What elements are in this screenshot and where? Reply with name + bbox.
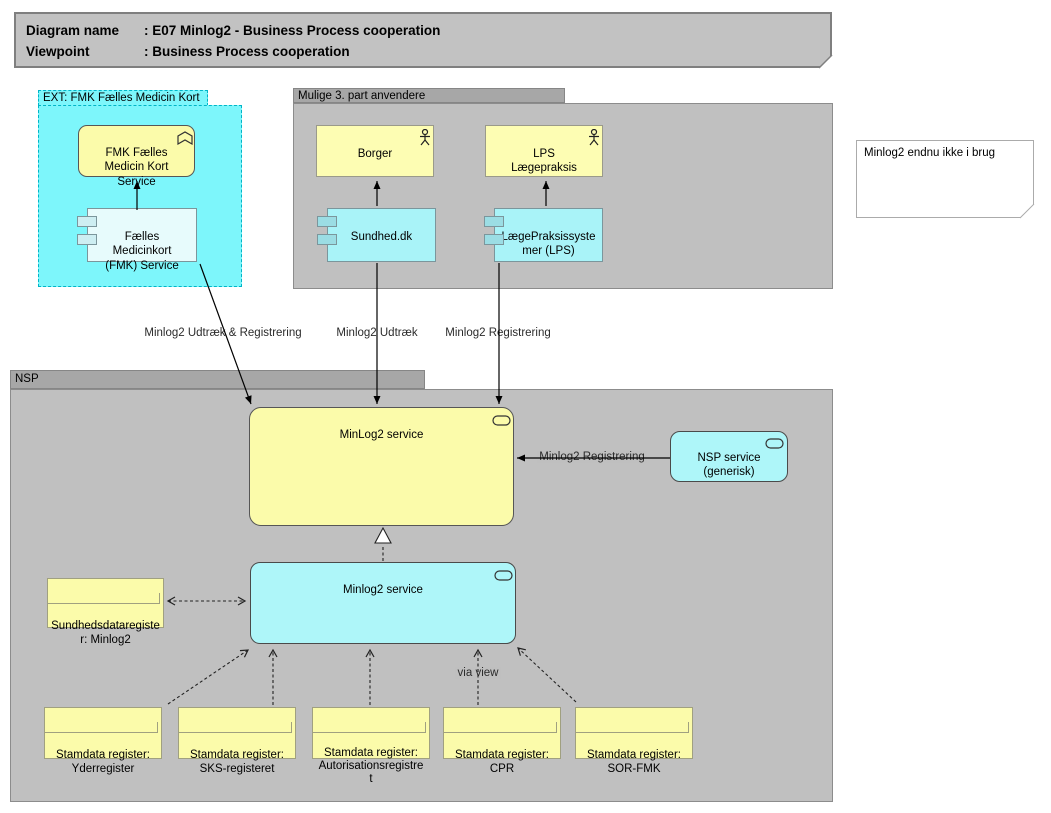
dataobject-band <box>576 721 689 733</box>
viewpoint-label: Viewpoint <box>26 44 90 59</box>
group-ext-fmk-label: EXT: FMK Fælles Medicin Kort <box>43 92 200 104</box>
business-event-chevron-icon <box>177 131 193 145</box>
diagram-title-block: Diagram name : E07 Minlog2 - Business Pr… <box>14 12 832 68</box>
diagram-title-line1: Diagram name : E07 Minlog2 - Business Pr… <box>26 20 820 41</box>
dataobject-band <box>313 721 426 733</box>
node-stamdata-sks-label: Stamdata register: SKS-registeret <box>190 749 284 775</box>
dataobject-band <box>444 721 557 733</box>
component-icon <box>484 216 504 227</box>
group-ext-fmk-tab: EXT: FMK Fælles Medicin Kort <box>38 90 208 106</box>
node-sundhed-dk-label: Sundhed.dk <box>350 230 413 243</box>
note-minlog2-text: Minlog2 endnu ikke i brug <box>864 147 996 159</box>
service-oval-icon <box>492 415 511 426</box>
actor-icon <box>589 129 599 146</box>
node-fmk-component-label: Fælles Medicinkort (FMK) Service <box>105 230 179 272</box>
node-stamdata-autorisation-label: Stamdata register: Autorisationsregistre… <box>318 747 424 785</box>
node-borger-label: Borger <box>357 147 393 160</box>
dataobject-band <box>48 592 160 604</box>
service-oval-icon <box>765 438 784 449</box>
component-icon <box>317 216 337 227</box>
component-icon <box>317 234 337 245</box>
node-stamdata-yderregister-label: Stamdata register: Yderregister <box>56 749 150 775</box>
node-stamdata-yderregister: Stamdata register: Yderregister <box>44 707 162 775</box>
edge-label-udtraek-registrering: Minlog2 Udtræk & Registrering <box>144 327 302 339</box>
node-stamdata-cpr-label: Stamdata register: CPR <box>455 749 549 775</box>
group-third-party-label: Mulige 3. part anvendere <box>298 90 426 102</box>
node-stamdata-sor-fmk-label: Stamdata register: SOR-FMK <box>587 749 681 775</box>
node-stamdata-sks: Stamdata register: SKS-registeret <box>178 707 296 775</box>
node-borger: Borger <box>316 125 434 177</box>
dataobject-band <box>179 721 292 733</box>
node-lps-actor: LPS Lægepraksis <box>485 125 603 177</box>
node-minlog2-app-service-label: Minlog2 service <box>343 583 423 596</box>
dataobject-band <box>45 721 158 733</box>
group-third-party-tab: Mulige 3. part anvendere <box>293 88 565 103</box>
node-stamdata-autorisation: Stamdata register: Autorisationsregistre… <box>312 707 430 785</box>
edge-label-registrering: Minlog2 Registrering <box>445 327 551 339</box>
group-nsp-tab: NSP <box>10 370 425 389</box>
node-lps-component: LægePraksissyste mer (LPS) <box>494 208 603 262</box>
viewpoint-value: : Business Process cooperation <box>144 44 350 59</box>
service-oval-icon <box>494 570 513 581</box>
node-nsp-service: NSP service (generisk) <box>670 431 788 482</box>
edge-label-nsp-registrering: Minlog2 Registrering <box>536 451 648 463</box>
node-fmk-component: Fælles Medicinkort (FMK) Service <box>87 208 197 272</box>
node-stamdata-cpr: Stamdata register: CPR <box>443 707 561 775</box>
actor-icon <box>420 129 430 146</box>
node-sundhed-dk: Sundhed.dk <box>327 208 436 262</box>
edge-label-via-view: via view <box>454 667 502 679</box>
node-minlog2-business-service-label: MinLog2 service <box>339 428 424 441</box>
node-sundhedsdata-register-label: Sundhedsdataregiste r: Minlog2 <box>51 620 160 646</box>
note-minlog2: Minlog2 endnu ikke i brug <box>856 140 1034 218</box>
edge-label-udtraek: Minlog2 Udtræk <box>336 327 418 339</box>
node-minlog2-app-service: Minlog2 service <box>250 562 516 644</box>
diagram-title-line2: Viewpoint : Business Process cooperation <box>26 41 820 62</box>
node-minlog2-business-service: MinLog2 service <box>249 407 514 526</box>
component-icon <box>77 234 97 245</box>
node-lps-actor-label: LPS Lægepraksis <box>511 147 577 175</box>
node-nsp-service-label: NSP service (generisk) <box>697 451 761 479</box>
node-stamdata-sor-fmk: Stamdata register: SOR-FMK <box>575 707 693 775</box>
node-fmk-service-label: FMK Fælles Medicin Kort Service <box>104 146 169 188</box>
component-icon <box>77 216 97 227</box>
node-sundhedsdata-register: Sundhedsdataregiste r: Minlog2 <box>47 578 164 646</box>
node-fmk-service: FMK Fælles Medicin Kort Service <box>78 125 195 188</box>
diagram-name-label: Diagram name <box>26 23 120 38</box>
diagram-name-value: : E07 Minlog2 - Business Process coopera… <box>144 23 441 38</box>
group-nsp-label: NSP <box>15 373 39 385</box>
component-icon <box>484 234 504 245</box>
node-lps-component-label: LægePraksissyste mer (LPS) <box>501 230 596 258</box>
